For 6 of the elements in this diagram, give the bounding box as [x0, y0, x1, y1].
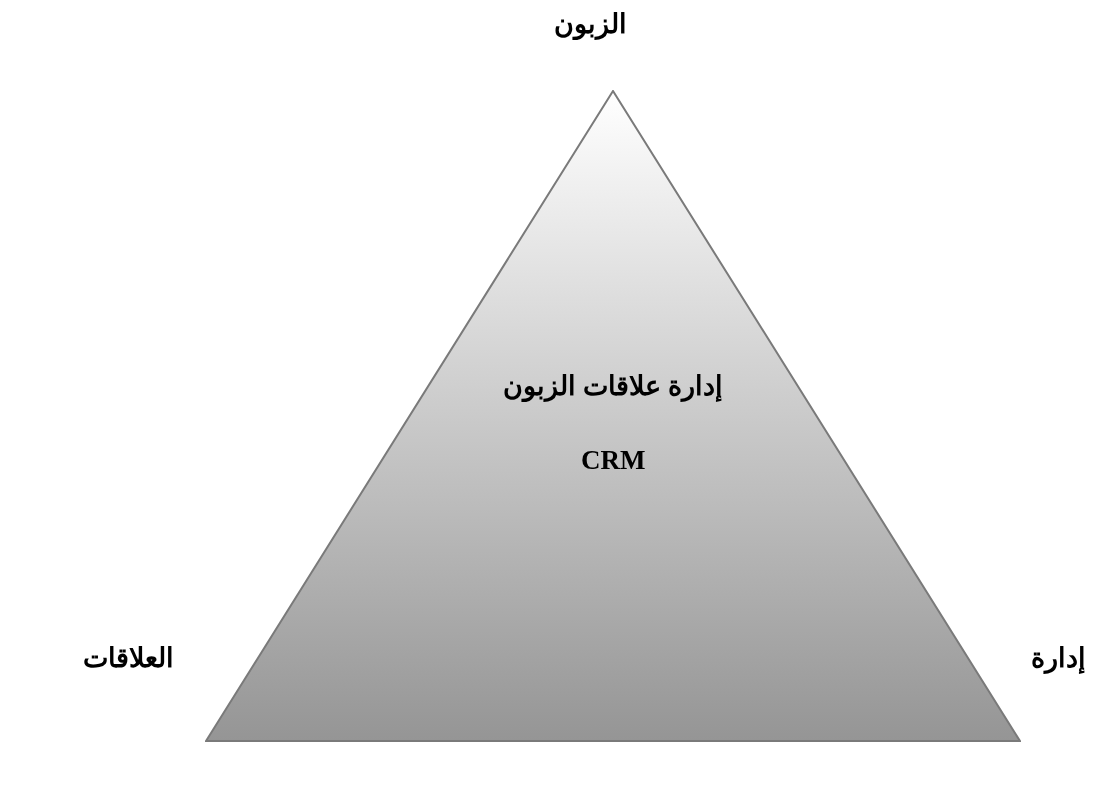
vertex-label: إدارة: [1030, 642, 1086, 674]
vertex-label: العلاقات: [82, 642, 174, 674]
pyramid-triangle: [205, 90, 1021, 742]
abbreviation-text: CRM: [581, 445, 646, 476]
vertex-label: الزبون: [553, 8, 627, 40]
diagram-heading: إدارة علاقات الزبون: [503, 370, 723, 402]
